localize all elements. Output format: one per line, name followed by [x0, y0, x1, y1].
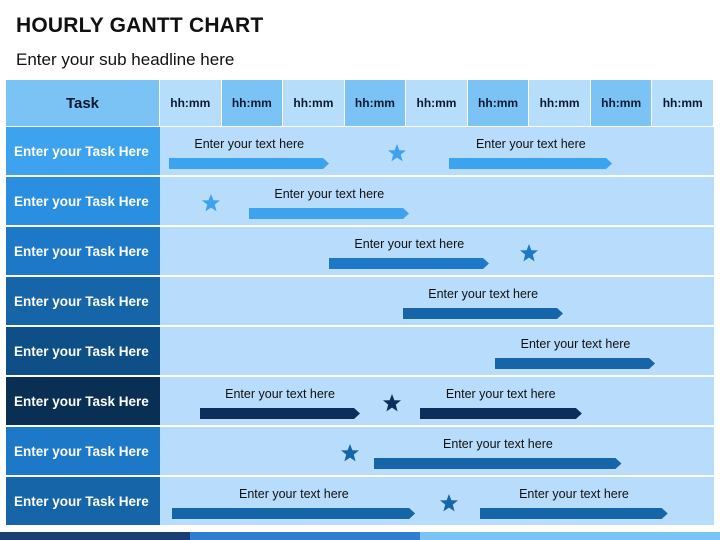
gantt-bar-label: Enter your text here — [194, 137, 305, 151]
footer-stripe-mid — [190, 532, 420, 540]
gantt-bar-label: Enter your text here — [354, 237, 465, 251]
gantt-bar-shape — [480, 508, 668, 519]
gantt-bar-shape — [403, 308, 564, 319]
header-time-label: hh:mm — [344, 80, 407, 126]
gantt-bar-label: Enter your text here — [519, 487, 629, 501]
gantt-bar[interactable] — [495, 358, 656, 369]
gantt-bar[interactable] — [403, 308, 564, 319]
gantt-bar[interactable] — [419, 408, 582, 419]
header-task-label: Task — [6, 80, 160, 126]
gantt-bar[interactable] — [200, 408, 361, 419]
gantt-bar[interactable] — [249, 208, 410, 219]
gantt-bar-shape — [200, 408, 361, 419]
task-row-label: Enter your Task Here — [6, 427, 160, 475]
footer-stripe — [0, 532, 720, 540]
gantt-bar[interactable] — [329, 258, 490, 269]
gantt-bar-shape — [374, 458, 622, 469]
header-time-label: hh:mm — [283, 80, 345, 126]
header-time-label: hh:mm — [221, 80, 284, 126]
header-time-label: hh:mm — [160, 80, 222, 126]
gantt-bar-label: Enter your text here — [475, 137, 586, 151]
milestone-star-icon — [340, 443, 360, 463]
task-row-label: Enter your Task Here — [6, 277, 160, 325]
gantt-bar-shape — [329, 258, 490, 269]
task-row-label: Enter your Task Here — [6, 227, 160, 275]
milestone-star-icon — [201, 193, 221, 213]
task-row-label: Enter your Task Here — [6, 477, 160, 525]
header-time-label: hh:mm — [652, 80, 714, 126]
gantt-bar[interactable] — [169, 158, 330, 169]
gantt-bar-label: Enter your text here — [445, 387, 556, 401]
gantt-bar-label: Enter your text here — [274, 187, 385, 201]
milestone-star-icon — [387, 143, 407, 163]
header-time-label: hh:mm — [529, 80, 591, 126]
gantt-bar[interactable] — [480, 508, 668, 519]
gantt-bar-shape — [249, 208, 410, 219]
header-time-label: hh:mm — [406, 80, 468, 126]
header-time-label: hh:mm — [467, 80, 530, 126]
task-row-label: Enter your Task Here — [6, 127, 160, 175]
milestone-star-icon — [439, 493, 459, 513]
page-subtitle: Enter your sub headline here — [16, 50, 235, 69]
gantt-bar-shape — [495, 358, 656, 369]
gantt-bar-shape — [419, 408, 582, 419]
gantt-bar-label: Enter your text here — [428, 287, 539, 301]
gantt-bar-label: Enter your text here — [520, 337, 631, 351]
footer-stripe-light — [420, 532, 720, 540]
gantt-bar-shape — [172, 508, 416, 519]
header-time-label: hh:mm — [590, 80, 653, 126]
task-row-label: Enter your Task Here — [6, 377, 160, 425]
footer-stripe-dark — [0, 532, 190, 540]
gantt-bar[interactable] — [374, 458, 622, 469]
gantt-bar-label: Enter your text here — [238, 487, 349, 501]
page-title: HOURLY GANTT CHART — [16, 14, 264, 37]
gantt-bar-shape — [169, 158, 330, 169]
milestone-star-icon — [519, 243, 539, 263]
milestone-star-icon — [382, 393, 402, 413]
gantt-bar[interactable] — [449, 158, 613, 169]
gantt-bar[interactable] — [172, 508, 416, 519]
gantt-bar-label: Enter your text here — [443, 437, 553, 451]
task-row-label: Enter your Task Here — [6, 327, 160, 375]
task-row-label: Enter your Task Here — [6, 177, 160, 225]
gantt-bar-shape — [449, 158, 613, 169]
gantt-bar-label: Enter your text here — [225, 387, 335, 401]
task-row-background — [160, 177, 714, 225]
